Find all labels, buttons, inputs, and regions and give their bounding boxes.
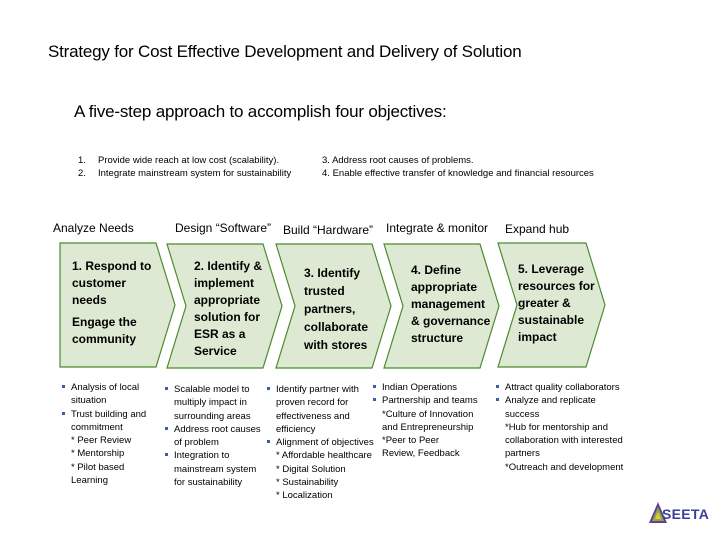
objective-1: 1. Provide wide reach at low cost (scalab… <box>78 154 279 167</box>
objective-text: Provide wide reach at low cost (scalabil… <box>98 155 280 166</box>
details-step-4: Indian Operations Partnership and teams … <box>373 381 491 461</box>
logo-mark-icon <box>649 502 667 523</box>
detail-item: * Sustainability <box>276 477 339 489</box>
chevron-step-4 <box>383 243 500 369</box>
detail-item: *Culture of Innovation and Entrepreneurs… <box>382 408 474 433</box>
objective-3: 3. Address root causes of problems. <box>322 154 474 167</box>
detail-item: Attract quality collaborators <box>496 381 630 394</box>
details-step-1: Analysis of local situation Trust buildi… <box>62 381 154 487</box>
step-2-line-1: 2. Identify & implement appropriate solu… <box>194 259 263 358</box>
detail-item: *Peer to Peer Review, Feedback <box>382 435 460 460</box>
detail-item: Identify partner with proven record for … <box>267 383 375 436</box>
objective-text: Address root causes of problems. <box>332 155 474 166</box>
page-subtitle: A five-step approach to accomplish four … <box>74 102 447 121</box>
step-5-text: 5. Leverage resources for greater & sust… <box>518 261 596 346</box>
details-step-2: Scalable model to multiply impact in sur… <box>165 383 265 489</box>
detail-item: Scalable model to multiply impact in sur… <box>165 383 265 423</box>
detail-item: * Peer Review <box>62 434 154 447</box>
step-5-line-1: 5. Leverage resources for greater & sust… <box>518 262 595 344</box>
detail-item: *Hub for mentorship and collaboration wi… <box>505 421 623 460</box>
chevron-step-2 <box>166 243 283 369</box>
objective-number: 1. <box>78 155 86 166</box>
step-4-text: 4. Define appropriate management & gover… <box>411 262 491 347</box>
detail-item: * Pilot based Learning <box>62 461 141 488</box>
step-2-text: 2. Identify & implement appropriate solu… <box>194 258 268 360</box>
detail-item-text: * Mentorship <box>71 448 125 460</box>
detail-item-text: * Peer Review <box>71 435 132 447</box>
logo-text: SEETA <box>662 506 710 522</box>
objective-2: 2. Integrate mainstream system for sustai… <box>78 167 291 180</box>
objective-number: 2. <box>78 168 86 179</box>
stage-label-build: Build “Hardware” <box>283 223 374 237</box>
detail-item: Analyze and replicate success <box>496 394 630 421</box>
details-step-3: Identify partner with proven record for … <box>267 383 375 503</box>
detail-item: * Digital Solution <box>276 463 346 475</box>
detail-item-text: * Pilot based Learning <box>71 461 125 487</box>
detail-item: *Outreach and development <box>505 461 624 473</box>
objective-4: 4. Enable effective transfer of knowledg… <box>322 167 594 180</box>
stage-label-design: Design “Software” <box>175 221 272 235</box>
objective-number: 3. <box>322 155 330 166</box>
stage-label-integrate: Integrate & monitor <box>386 221 489 235</box>
step-1-line-1: 1. Respond to customer needs <box>72 259 152 307</box>
details-step-5: Attract quality collaborators Analyze an… <box>496 381 630 474</box>
detail-item: Address root causes of problem <box>165 423 265 450</box>
step-1-text: 1. Respond to customer needs Engage the … <box>72 258 164 348</box>
detail-item: Partnership and teams <box>373 394 491 407</box>
chevron-step-1 <box>59 242 176 368</box>
stage-label-analyze: Analyze Needs <box>53 221 134 235</box>
detail-item: Indian Operations <box>373 381 491 394</box>
detail-item: * Localization <box>276 490 333 502</box>
stage-label-expand: Expand hub <box>505 222 570 236</box>
step-3-text: 3. Identify trusted partners, collaborat… <box>304 264 376 354</box>
objective-number: 4. <box>322 168 330 179</box>
detail-item: Trust building and commitment <box>62 408 154 435</box>
objective-text: Enable effective transfer of knowledge a… <box>332 168 594 179</box>
detail-item: * Affordable healthcare <box>276 450 372 462</box>
seeta-logo: SEETA <box>648 501 712 527</box>
step-3-line-1: 3. Identify trusted partners, collaborat… <box>304 266 369 352</box>
chevron-step-3 <box>275 243 392 369</box>
step-4-line-1: 4. Define appropriate management & gover… <box>411 263 491 345</box>
detail-item: * Mentorship <box>62 447 154 460</box>
step-1-line-2: Engage the community <box>72 315 137 346</box>
detail-item: Integration to mainstream system for sus… <box>165 449 265 489</box>
chevron-step-5 <box>497 242 606 368</box>
detail-item: Analysis of local situation <box>62 381 154 408</box>
page-title: Strategy for Cost Effective Development … <box>48 42 522 61</box>
objective-text: Integrate mainstream system for sustaina… <box>98 168 292 179</box>
detail-item: Alignment of objectives <box>267 436 375 449</box>
